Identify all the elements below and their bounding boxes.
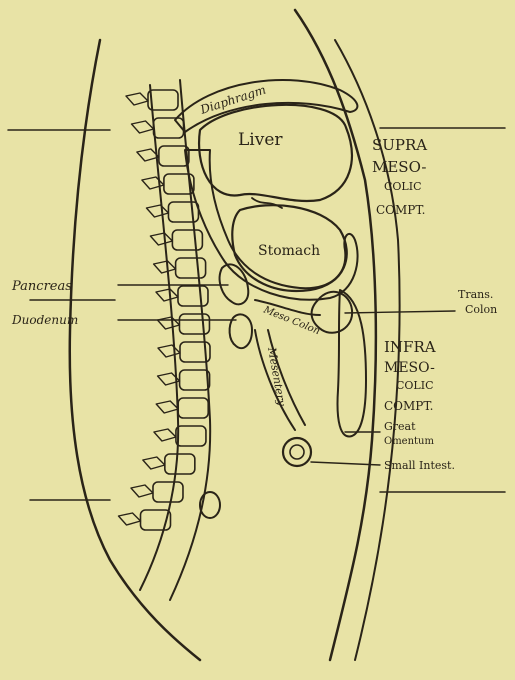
spinous-process (154, 261, 176, 273)
spinous-process (156, 289, 178, 301)
label-infra-2: MESO- (384, 360, 435, 376)
label-duodenum: Duodenum (11, 313, 78, 327)
vertebra (159, 146, 189, 166)
spinous-process (118, 513, 140, 525)
label-infra-4: COMPT. (384, 399, 433, 413)
small-intestine-lumen (290, 445, 304, 459)
spinous-process (157, 317, 179, 329)
spinous-process (126, 93, 148, 105)
spinous-process (158, 345, 180, 357)
label-supra-1: SUPRA (372, 136, 427, 154)
vertebra (176, 258, 206, 278)
lesser-sac-layer (185, 150, 358, 300)
spinous-process (143, 457, 165, 469)
vertebra (154, 118, 184, 138)
spinous-process (146, 205, 168, 217)
vertebra (179, 314, 209, 334)
label-liver: Liver (238, 130, 283, 150)
label-infra-1: INFRA (384, 338, 436, 356)
spinous-process (132, 121, 154, 133)
label-great-omentum-1: Great (384, 420, 416, 433)
spinous-process (131, 485, 153, 497)
vertebra (180, 370, 210, 390)
label-supra-2: MESO- (372, 158, 427, 176)
vertebra (165, 454, 195, 474)
spinous-process (150, 233, 172, 245)
spinous-process (156, 401, 178, 413)
vertebra (178, 286, 208, 306)
vertebra (178, 398, 208, 418)
vertebra (153, 482, 183, 502)
spinous-process (154, 429, 176, 441)
label-great-omentum-2: Omentum (384, 436, 434, 447)
vertebra (176, 426, 206, 446)
label-small-intestine: Small Intest. (384, 459, 455, 472)
vertebral-column (118, 80, 210, 600)
label-transverse-colon-2: Colon (465, 303, 497, 316)
vertebra (172, 230, 202, 250)
label-stomach: Stomach (258, 243, 320, 259)
label-supra-4: COMPT. (376, 203, 425, 217)
liver-shape (199, 105, 352, 201)
label-pancreas: Pancreas (11, 279, 72, 294)
label-transverse-colon-1: Trans. (458, 288, 493, 301)
transverse-colon-leader (345, 311, 455, 313)
label-infra-3: COLIC (396, 379, 434, 392)
label-supra-3: COLIC (384, 180, 422, 193)
small-intestine-shape (283, 438, 311, 466)
